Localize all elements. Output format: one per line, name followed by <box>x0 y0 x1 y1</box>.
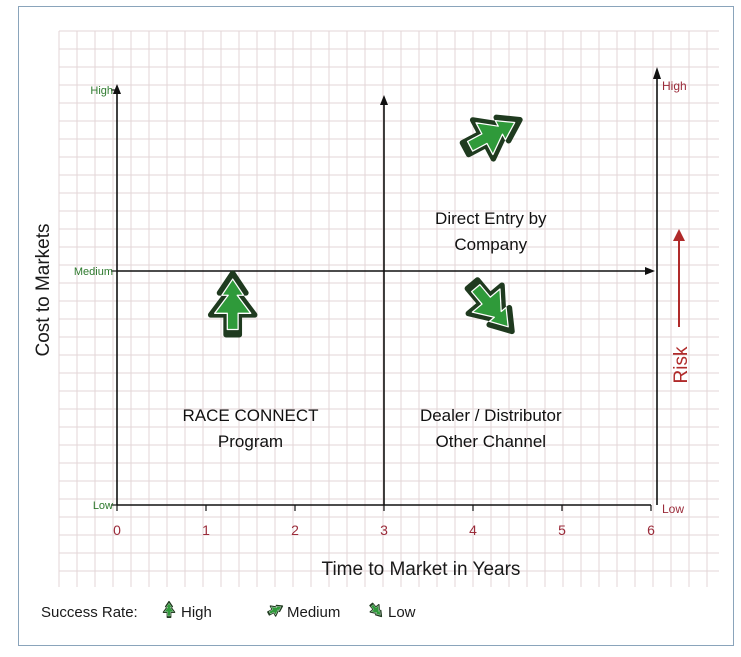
marker-fill <box>214 278 252 331</box>
point-label: Direct Entry by <box>435 209 547 228</box>
risk-low-label: Low <box>662 502 684 516</box>
marker-fill <box>466 119 516 156</box>
x-tick-label: 5 <box>558 522 566 538</box>
legend-low-icon <box>369 602 383 618</box>
x-tick-label: 3 <box>380 522 388 538</box>
x-tick-label: 0 <box>113 522 121 538</box>
success-high-marker-icon <box>207 270 258 338</box>
x-tick-label: 4 <box>469 522 477 538</box>
y-axis-arrowhead <box>113 84 121 94</box>
legend-high-icon <box>162 600 176 618</box>
risk-label: Risk <box>671 346 692 383</box>
legend-item-label: Low <box>388 604 416 621</box>
data-points <box>207 114 523 338</box>
marker-fill <box>370 604 381 616</box>
axes <box>111 67 661 506</box>
mid-divider-arrowhead <box>380 95 388 105</box>
success-medium-marker-icon <box>459 114 523 162</box>
medium-divider-arrowhead <box>645 267 655 275</box>
legend-item-label: High <box>181 604 212 621</box>
point-label: RACE CONNECT <box>182 406 318 425</box>
y-level-label: High <box>90 85 113 97</box>
y-level-label: Medium <box>74 266 113 278</box>
risk-arrow-icon <box>673 229 685 327</box>
x-tick-label: 6 <box>647 522 655 538</box>
y-axis-label: Cost to Markets <box>33 223 54 356</box>
legend-medium-icon <box>267 604 284 617</box>
legend-title: Success Rate: <box>41 604 138 621</box>
risk-high-label: High <box>662 79 687 93</box>
x-axis-label: Time to Market in Years <box>322 559 521 580</box>
x-tick-label: 1 <box>202 522 210 538</box>
success-low-marker-icon <box>464 277 515 335</box>
point-label: Program <box>218 432 283 451</box>
marker-fill <box>470 284 509 328</box>
y-level-labels: Low Medium High <box>74 85 113 512</box>
marker-fill <box>268 606 282 616</box>
legend-items: High Medium Low <box>162 600 416 621</box>
risk-axis: High Low Risk <box>662 79 692 516</box>
risk-axis-arrowhead <box>653 67 661 79</box>
x-tick-labels: 0 1 2 3 4 5 6 <box>113 505 655 538</box>
point-label: Dealer / Distributor <box>420 406 562 425</box>
point-label: Other Channel <box>436 432 547 451</box>
legend-item-label: Medium <box>287 604 340 621</box>
x-tick-label: 2 <box>291 522 299 538</box>
y-level-label: Low <box>93 500 113 512</box>
grid <box>58 30 719 587</box>
marker-fill <box>164 602 174 617</box>
point-label: Company <box>454 235 527 254</box>
legend: Success Rate: High Medium Low <box>41 600 416 621</box>
